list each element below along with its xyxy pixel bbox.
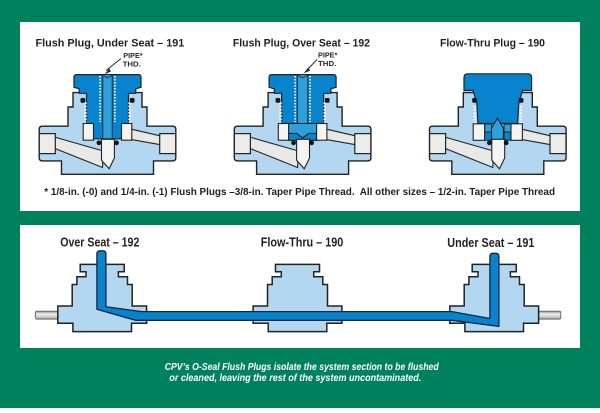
svg-text:PIPE*: PIPE* bbox=[123, 51, 142, 60]
svg-text:Flush Plug, Under Seat – 191: Flush Plug, Under Seat – 191 bbox=[36, 37, 185, 49]
svg-text:PIPE*: PIPE* bbox=[318, 50, 337, 59]
svg-text:THD.: THD. bbox=[123, 60, 141, 69]
svg-text:THD.: THD. bbox=[318, 59, 336, 68]
svg-text:Under Seat – 191: Under Seat – 191 bbox=[447, 235, 534, 250]
svg-text:* 1/8-in. (-0) and 1/4-in. (-1: * 1/8-in. (-0) and 1/4-in. (-1) Flush Pl… bbox=[44, 187, 555, 198]
svg-text:Over Seat – 192: Over Seat – 192 bbox=[60, 234, 139, 249]
svg-text:Flow-Thru Plug – 190: Flow-Thru Plug – 190 bbox=[440, 37, 545, 49]
svg-text:or cleaned, leaving the rest o: or cleaned, leaving the rest of the syst… bbox=[169, 373, 421, 384]
svg-text:Flow-Thru – 190: Flow-Thru – 190 bbox=[261, 234, 344, 249]
svg-text:Flush Plug, Over Seat – 192: Flush Plug, Over Seat – 192 bbox=[233, 37, 370, 49]
svg-text:CPV’s O-Seal Flush Plugs isola: CPV’s O-Seal Flush Plugs isolate the sys… bbox=[165, 362, 440, 373]
